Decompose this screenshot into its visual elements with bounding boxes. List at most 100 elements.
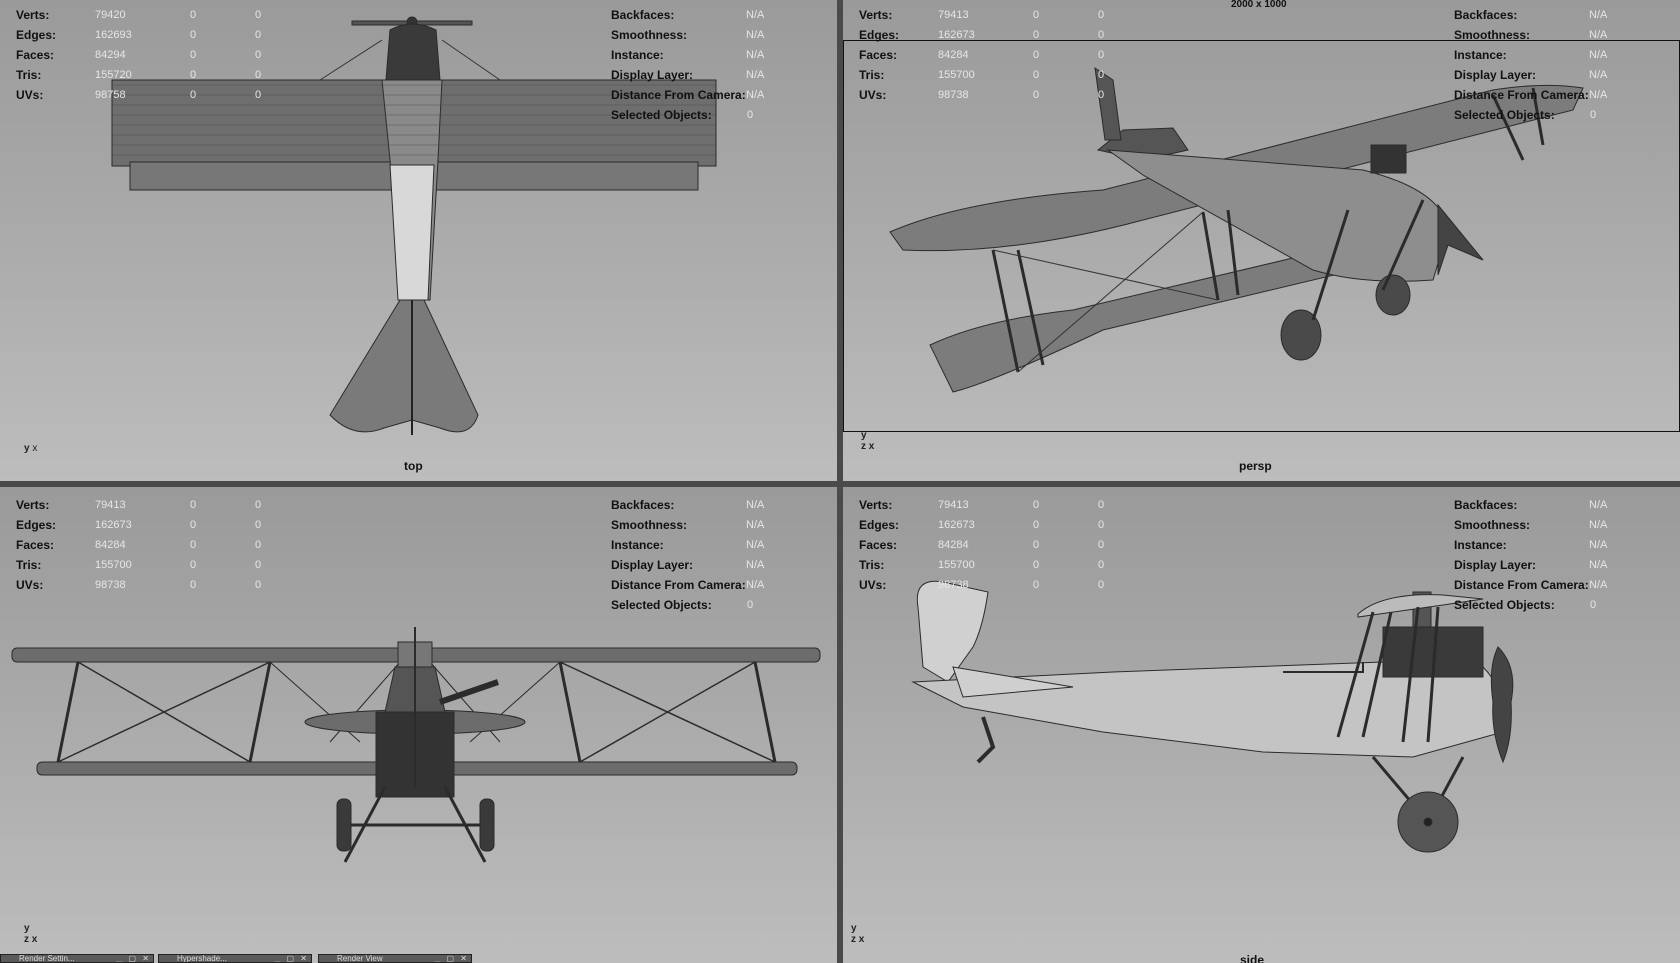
stat-label: Verts:: [859, 498, 893, 512]
stat-value: 84294: [95, 49, 126, 61]
stat-label: Edges:: [16, 518, 57, 532]
stat-value: 79413: [938, 499, 969, 511]
stat-label: UVs:: [859, 578, 887, 592]
display-info-label: Selected Objects:: [1454, 108, 1555, 122]
stat-label: Verts:: [16, 8, 50, 22]
stat-value: 0: [190, 559, 197, 571]
display-info-value: N/A: [746, 579, 765, 591]
display-info-label: Display Layer:: [611, 558, 694, 572]
stat-value: 0: [255, 29, 262, 41]
display-info-value: N/A: [746, 9, 765, 21]
display-info-label: Distance From Camera:: [611, 578, 746, 592]
display-info-value: N/A: [746, 539, 765, 551]
minimized-windows-bar: Render Settin... ▁ ▢ ✕ Hypershade... ▁ ▢…: [0, 954, 480, 963]
display-info-label: Display Layer:: [611, 68, 694, 82]
stat-value: 84284: [938, 49, 969, 61]
stat-value: 162693: [95, 29, 132, 41]
stat-label: Faces:: [859, 538, 898, 552]
stat-value: 0: [1098, 29, 1105, 41]
stat-value: 84284: [95, 539, 126, 551]
stat-label: Tris:: [859, 558, 885, 572]
display-info-label: Selected Objects:: [611, 108, 712, 122]
stat-value: 0: [1098, 89, 1105, 101]
stat-value: 0: [1033, 579, 1040, 591]
display-info-value: N/A: [1589, 69, 1608, 81]
display-info-value: 0: [1590, 599, 1597, 611]
stat-label: UVs:: [16, 578, 44, 592]
stat-value: 0: [190, 499, 197, 511]
display-info-value: N/A: [1589, 559, 1608, 571]
display-info-label: Display Layer:: [1454, 68, 1537, 82]
stat-value: 79413: [95, 499, 126, 511]
stat-value: 84284: [938, 539, 969, 551]
stat-label: UVs:: [16, 88, 44, 102]
display-info-label: Smoothness:: [1454, 28, 1531, 42]
display-info-value: N/A: [746, 559, 765, 571]
stat-value: 0: [1098, 69, 1105, 81]
biplane-side-view-model: [911, 580, 1514, 853]
display-info-label: Backfaces:: [1454, 498, 1518, 512]
minimized-window-title: Render Settin...: [19, 954, 75, 963]
stat-value: 0: [190, 579, 197, 591]
stat-value: 155700: [938, 559, 975, 571]
stat-value: 0: [255, 559, 262, 571]
display-info-label: Instance:: [611, 48, 664, 62]
display-info-value: N/A: [746, 519, 765, 531]
stat-value: 0: [255, 69, 262, 81]
display-info-label: Instance:: [1454, 48, 1507, 62]
minimized-window-render-settings[interactable]: Render Settin... ▁ ▢ ✕: [0, 954, 154, 963]
minimized-window-hypershade[interactable]: Hypershade... ▁ ▢ ✕: [158, 954, 312, 963]
stat-value: 0: [1033, 539, 1040, 551]
display-info-label: Backfaces:: [1454, 8, 1518, 22]
stat-value: 0: [1033, 49, 1040, 61]
display-info-value: N/A: [1589, 49, 1608, 61]
display-info-value: N/A: [1589, 539, 1608, 551]
stat-value: 0: [255, 49, 262, 61]
display-info-label: Selected Objects:: [1454, 598, 1555, 612]
stat-value: 0: [1098, 499, 1105, 511]
display-info-value: N/A: [746, 89, 765, 101]
display-info-value: N/A: [746, 69, 765, 81]
stat-value: 0: [1098, 579, 1105, 591]
display-info-label: Backfaces:: [611, 8, 675, 22]
viewport-label-persp: persp: [1239, 459, 1272, 473]
stat-value: 0: [1033, 29, 1040, 41]
display-info-label: Distance From Camera:: [611, 88, 746, 102]
stat-value: 98758: [95, 89, 126, 101]
stat-value: 162673: [938, 29, 975, 41]
minimized-window-render-view[interactable]: Render View ▁ ▢ ✕: [318, 954, 472, 963]
stat-label: Tris:: [16, 68, 42, 82]
display-info-label: Backfaces:: [611, 498, 675, 512]
stat-value: 155720: [95, 69, 132, 81]
stat-value: 0: [1033, 559, 1040, 571]
stat-value: 98738: [938, 89, 969, 101]
stat-value: 0: [1033, 69, 1040, 81]
stat-value: 0: [190, 49, 197, 61]
stat-value: 0: [1098, 9, 1105, 21]
stat-value: 0: [190, 519, 197, 531]
display-info-value: N/A: [1589, 579, 1608, 591]
stat-label: UVs:: [859, 88, 887, 102]
stat-value: 79413: [938, 9, 969, 21]
stat-value: 0: [1033, 89, 1040, 101]
display-info-label: Smoothness:: [1454, 518, 1531, 532]
display-info-label: Instance:: [611, 538, 664, 552]
window-buttons[interactable]: ▁ ▢ ✕: [434, 954, 469, 963]
biplane-top-view-model: [111, 16, 717, 435]
stat-label: Verts:: [16, 498, 50, 512]
window-buttons[interactable]: ▁ ▢ ✕: [116, 954, 151, 963]
stat-label: Tris:: [859, 68, 885, 82]
stat-value: 0: [255, 519, 262, 531]
display-info-label: Display Layer:: [1454, 558, 1537, 572]
stat-label: Edges:: [859, 28, 900, 42]
window-buttons[interactable]: ▁ ▢ ✕: [274, 954, 309, 963]
stat-value: 162673: [938, 519, 975, 531]
stat-value: 0: [255, 539, 262, 551]
display-info-value: 0: [747, 109, 754, 121]
stat-value: 0: [255, 89, 262, 101]
viewport-label-top: top: [404, 459, 423, 473]
